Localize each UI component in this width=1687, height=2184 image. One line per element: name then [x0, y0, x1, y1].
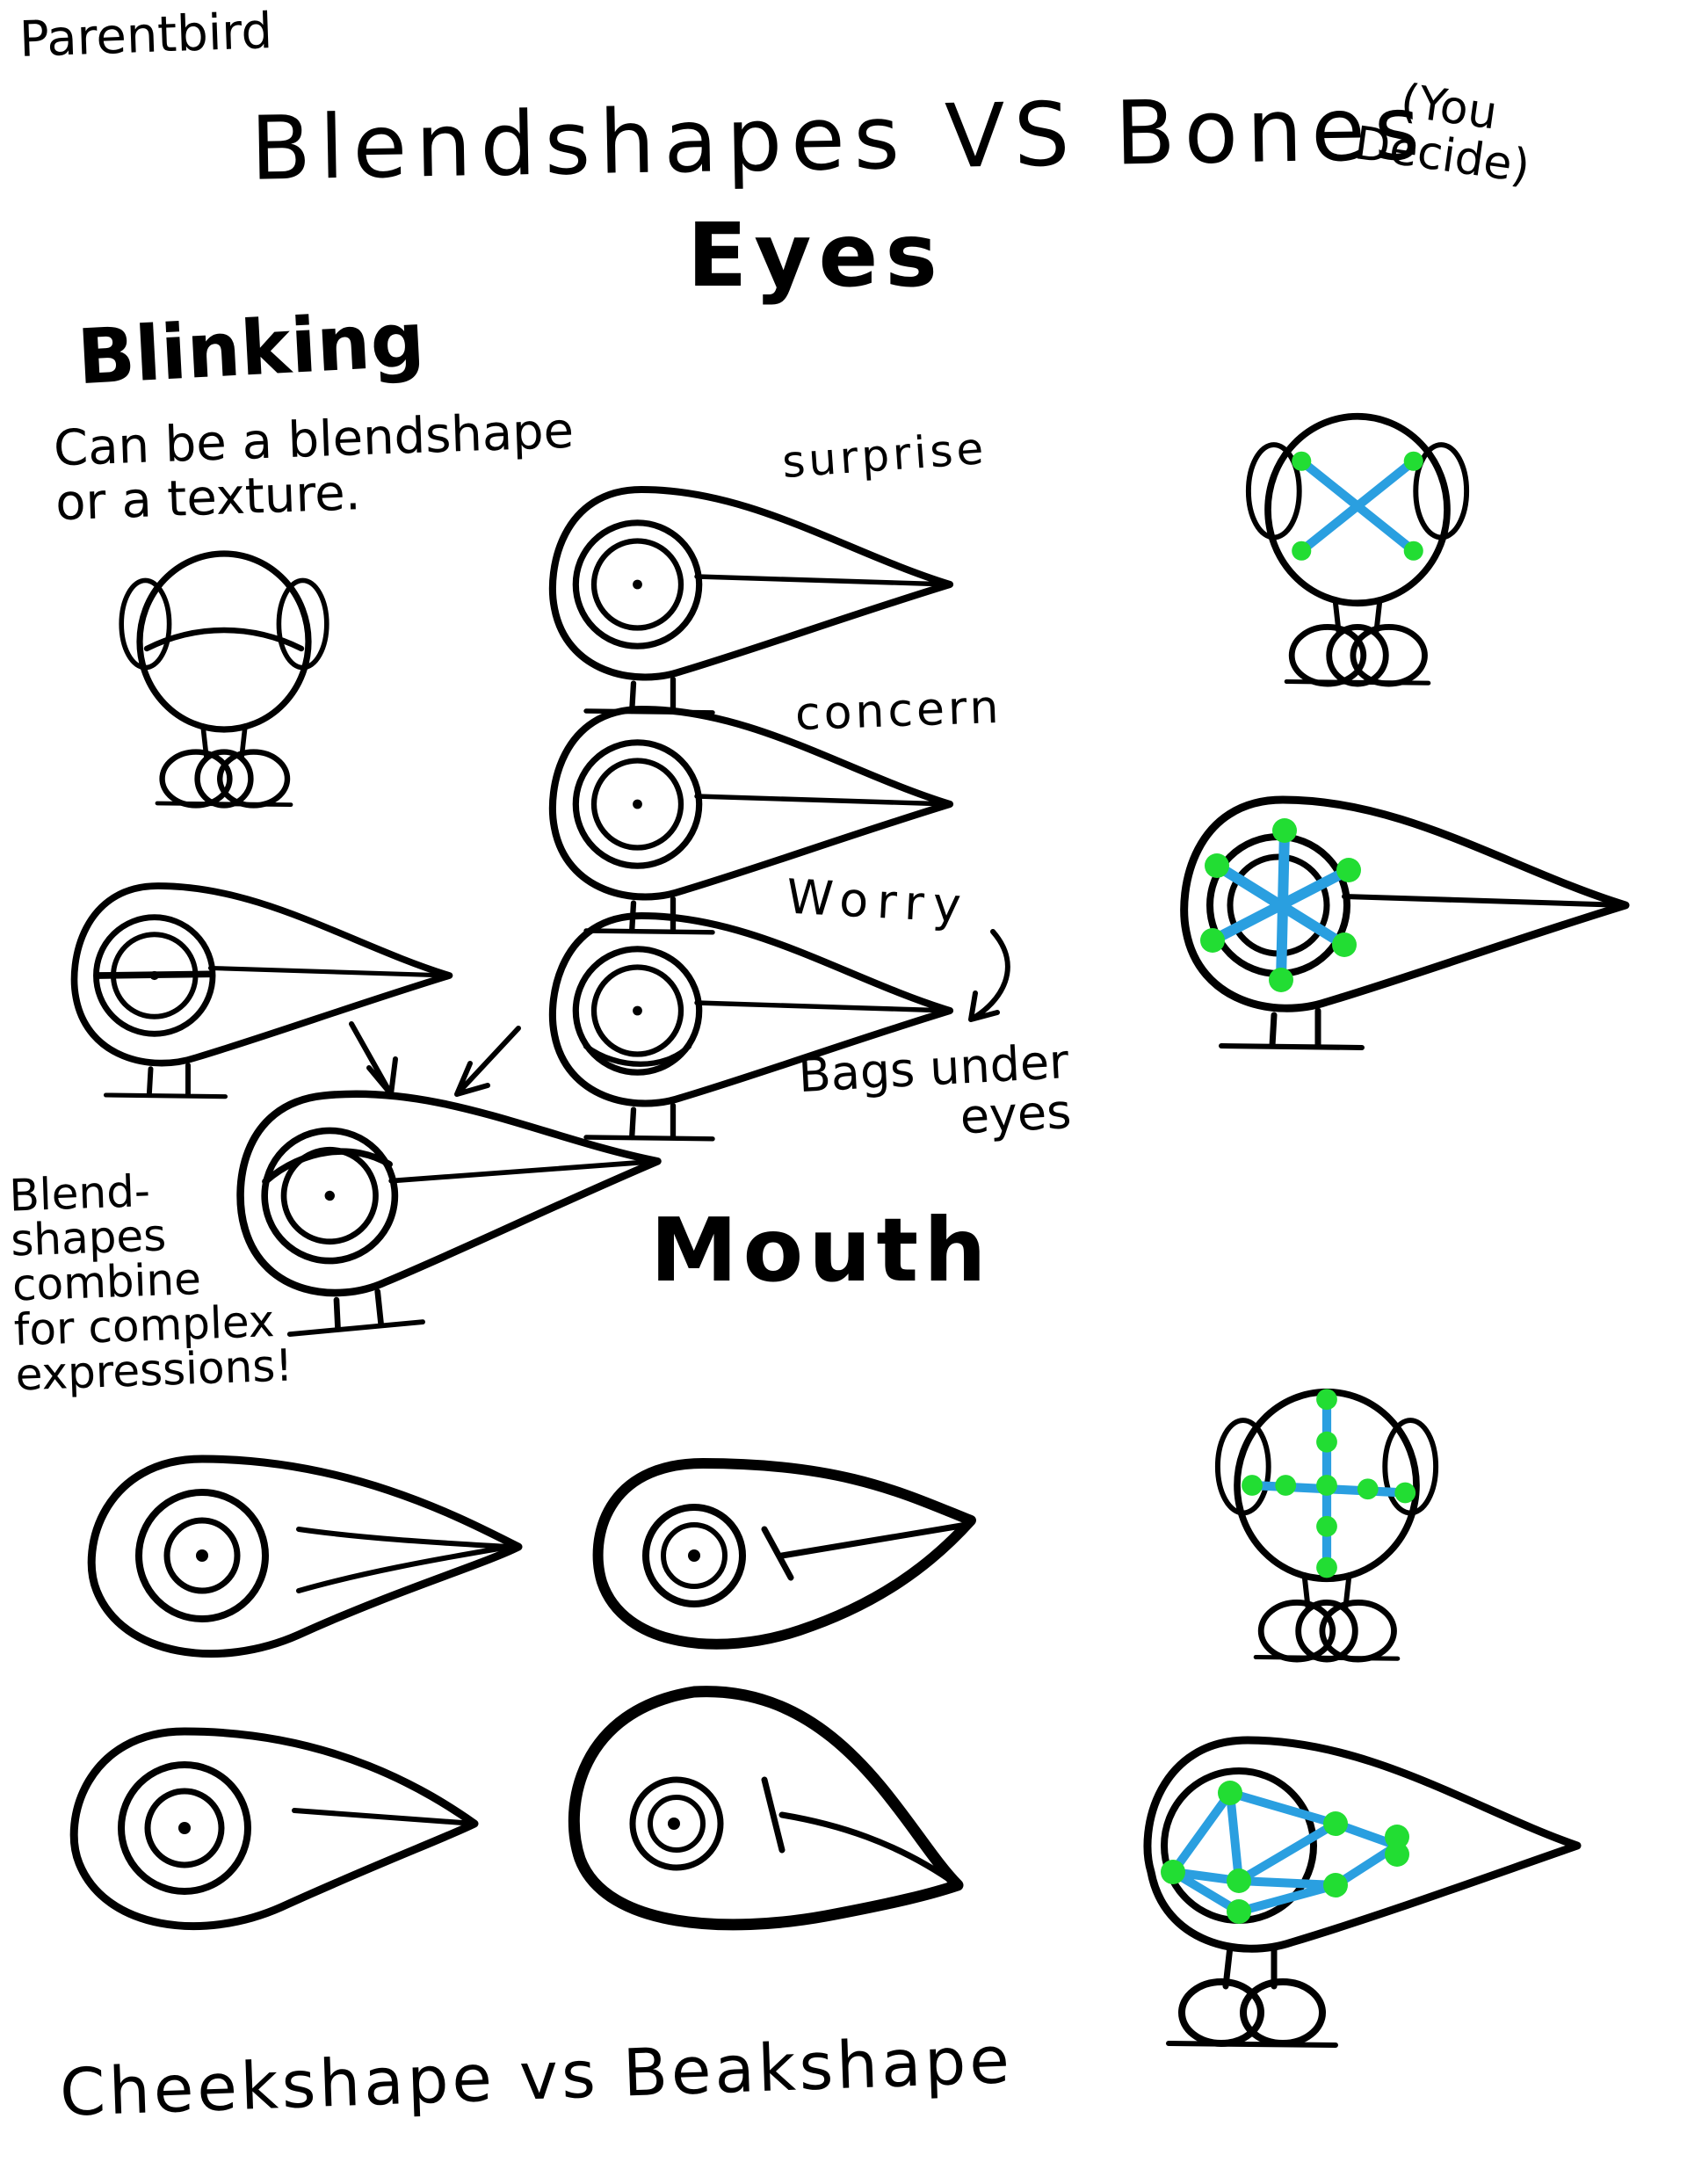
mouth-heading: Mouth	[650, 1199, 992, 1302]
eyes-heading: Eyes	[687, 204, 945, 307]
